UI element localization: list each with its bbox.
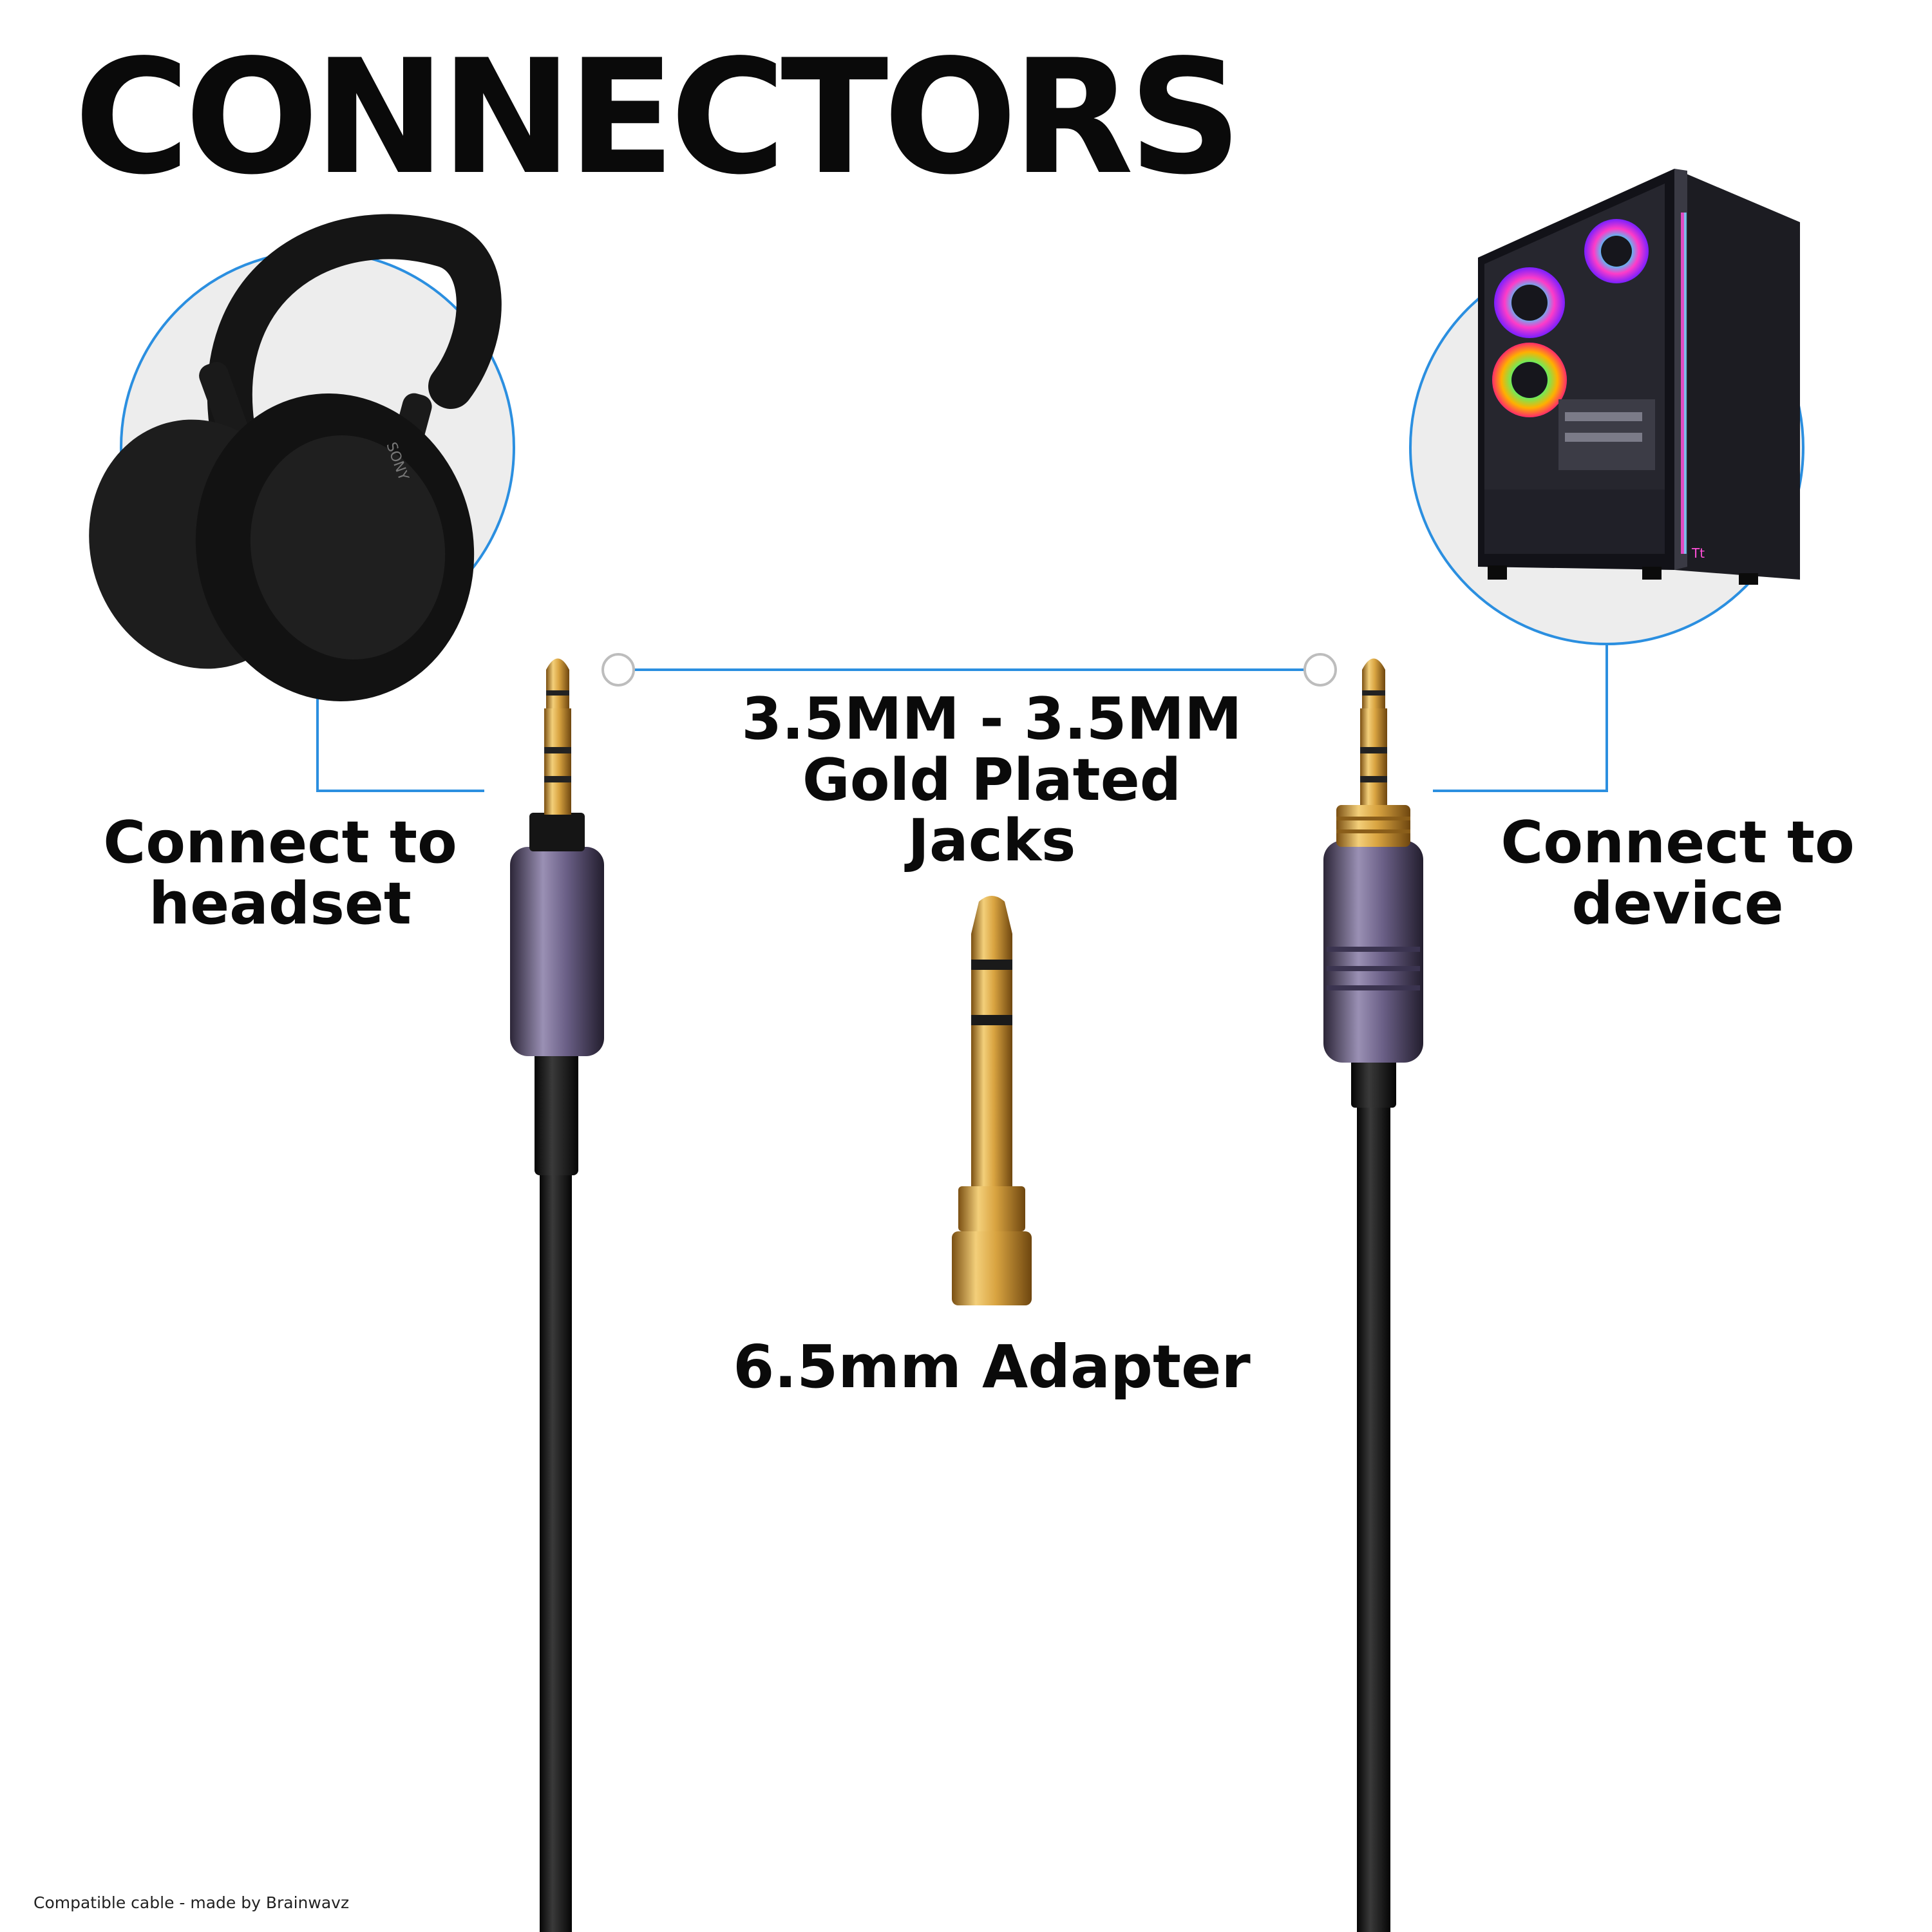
pc-case-icon: Tt	[1478, 169, 1800, 585]
device-callout-line	[1433, 644, 1608, 792]
jacks-label: 3.5MM - 3.5MM Gold Plated Jacks	[741, 685, 1242, 875]
headset-label: Connect to headset	[103, 809, 457, 938]
adapter-icon	[952, 896, 1032, 1305]
device-label: Connect to device	[1501, 809, 1855, 938]
page-title: CONNECTORS	[74, 26, 1242, 209]
jacks-callout-dot-left	[601, 653, 635, 687]
case-logo-text: Tt	[1691, 545, 1705, 561]
left-jack-connector	[510, 658, 604, 1932]
headphones-icon: SONY	[89, 214, 502, 701]
jacks-callout-dot-right	[1303, 653, 1337, 687]
adapter-label: 6.5mm Adapter	[733, 1332, 1251, 1401]
right-jack-connector	[1323, 658, 1423, 1932]
footer-credit: Compatible cable - made by Brainwavz	[33, 1893, 350, 1912]
